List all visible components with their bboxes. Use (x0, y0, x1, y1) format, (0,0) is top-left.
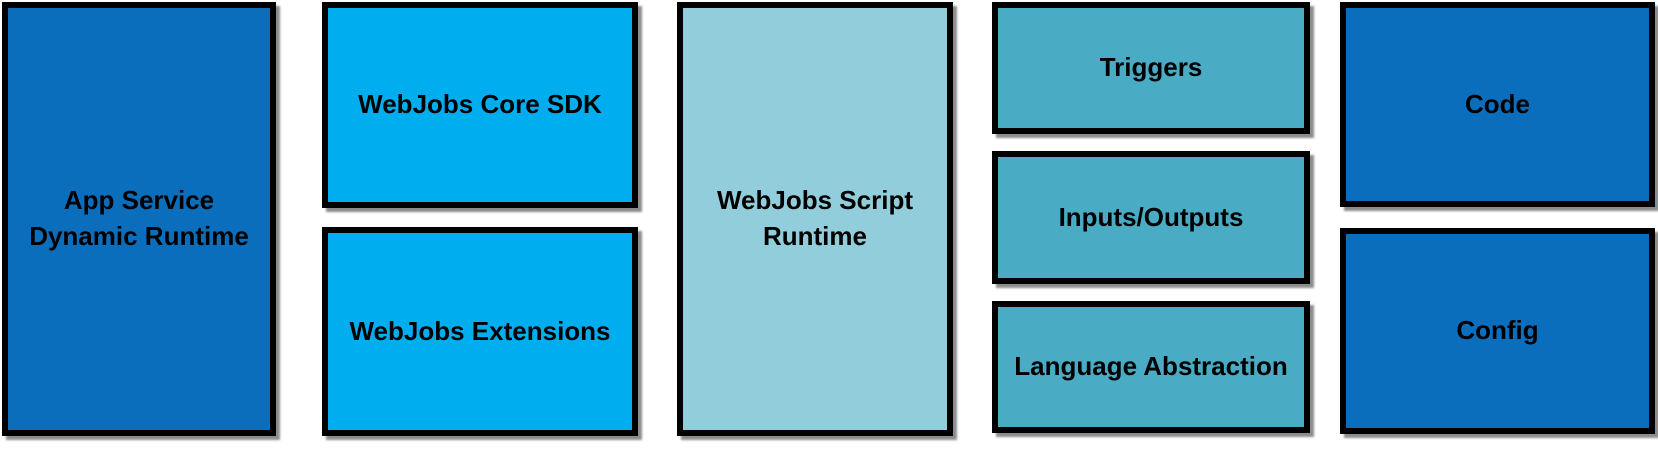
box-language-abstraction: Language Abstraction (992, 301, 1310, 433)
box-triggers: Triggers (992, 2, 1310, 134)
box-inputs-outputs: Inputs/Outputs (992, 151, 1310, 284)
box-app-service-dynamic-runtime: App Service Dynamic Runtime (2, 2, 276, 436)
box-label-config: Config (1456, 315, 1539, 346)
box-webjobs-extensions: WebJobs Extensions (322, 227, 638, 436)
box-label-inputs-outputs: Inputs/Outputs (1058, 201, 1244, 232)
box-label-language-abstraction: Language Abstraction (1014, 351, 1288, 382)
box-webjobs-core-sdk: WebJobs Core SDK (322, 2, 638, 208)
box-label-webjobs-extensions: WebJobs Extensions (349, 315, 611, 346)
box-config: Config (1340, 228, 1655, 434)
box-label-app-service-dynamic-runtime: App Service Dynamic Runtime (29, 185, 249, 251)
box-label-code: Code (1465, 88, 1530, 119)
box-webjobs-script-runtime: WebJobs Script Runtime (677, 2, 953, 436)
box-label-webjobs-core-sdk: WebJobs Core SDK (358, 89, 602, 120)
box-label-webjobs-script-runtime: WebJobs Script Runtime (716, 185, 913, 251)
box-label-triggers: Triggers (1099, 52, 1203, 83)
box-code: Code (1340, 2, 1655, 207)
